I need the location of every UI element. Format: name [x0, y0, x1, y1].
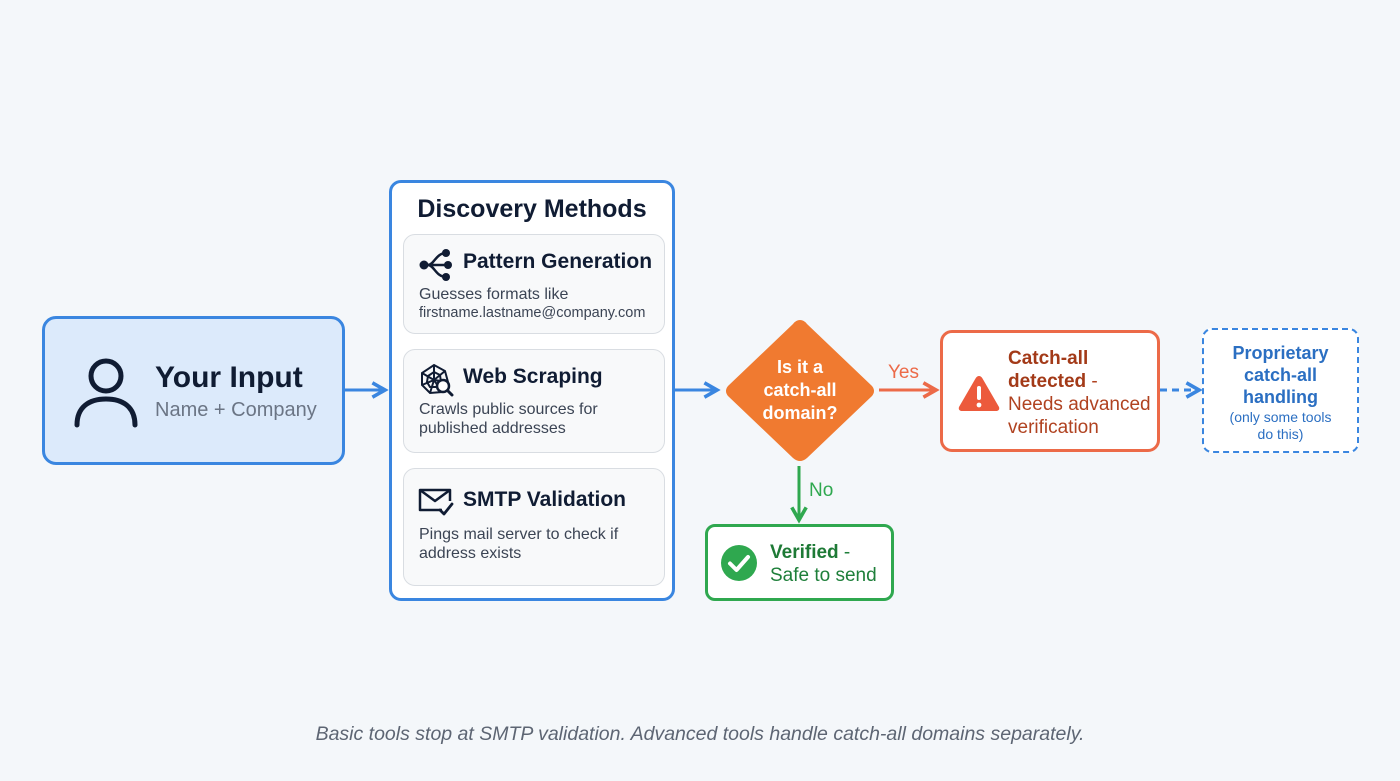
input-title: Your Input — [155, 361, 303, 394]
input-subtitle: Name + Company — [155, 399, 317, 421]
warning-icon — [958, 376, 1000, 411]
input-box: Your Input Name + Company — [42, 316, 345, 465]
branch-icon — [419, 249, 452, 281]
method-card-smtp-validation: SMTP Validation Pings mail server to che… — [403, 468, 665, 586]
verified-text: Verified - Safe to send — [770, 542, 877, 586]
method-title: Pattern Generation — [463, 250, 653, 273]
catchall-text: Catch-all detected - Needs advanced veri… — [1008, 348, 1151, 438]
discovery-methods-panel: Discovery Methods Pattern Generation Gue… — [389, 180, 675, 601]
method-title: Web Scraping — [463, 365, 603, 388]
decision-text: Is it a catch-all domain? — [762, 357, 838, 423]
discovery-title: Discovery Methods — [417, 195, 647, 223]
web-search-icon — [421, 363, 454, 397]
proprietary-title: Proprietary catch-all handling — [1232, 343, 1329, 407]
method-card-pattern-generation: Pattern Generation Guesses formats like … — [403, 234, 665, 334]
caption: Basic tools stop at SMTP validation. Adv… — [315, 723, 1085, 745]
user-icon — [74, 358, 138, 428]
method-description: Crawls public sources for published addr… — [419, 401, 598, 437]
method-description: Pings mail server to check if address ex… — [419, 526, 619, 562]
mail-check-icon — [418, 488, 454, 516]
proprietary-handling-box: Proprietary catch-all handling (only som… — [1202, 328, 1359, 453]
no-label: No — [809, 480, 834, 501]
catchall-detected-box: Catch-all detected - Needs advanced veri… — [940, 330, 1160, 452]
method-card-web-scraping: Web Scraping Crawls public sources for p… — [403, 349, 665, 453]
proprietary-note: (only some tools do this) — [1229, 409, 1332, 442]
method-description: Guesses formats like firstname.lastname@… — [419, 286, 646, 321]
yes-label: Yes — [888, 362, 919, 383]
verified-box: Verified - Safe to send — [705, 524, 894, 601]
check-circle-icon — [721, 545, 757, 581]
method-title: SMTP Validation — [463, 488, 626, 511]
decision-diamond — [726, 320, 874, 461]
